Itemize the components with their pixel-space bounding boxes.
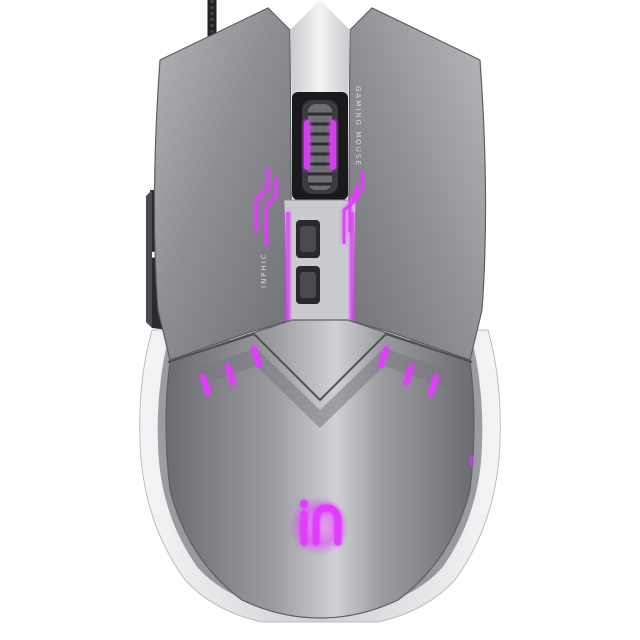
left-click-button bbox=[153, 7, 293, 361]
brand-text: INPHIC bbox=[260, 252, 268, 288]
model-text: GAMING MOUSE bbox=[354, 86, 362, 167]
palm-rest bbox=[165, 319, 475, 619]
ridge-light-stripes bbox=[200, 346, 439, 396]
light-trace-left bbox=[254, 168, 278, 246]
right-click-button bbox=[347, 7, 487, 361]
scroll-wheel-icon bbox=[302, 100, 338, 194]
inphic-in-logo-icon bbox=[289, 496, 349, 556]
light-trace-right bbox=[342, 172, 364, 244]
